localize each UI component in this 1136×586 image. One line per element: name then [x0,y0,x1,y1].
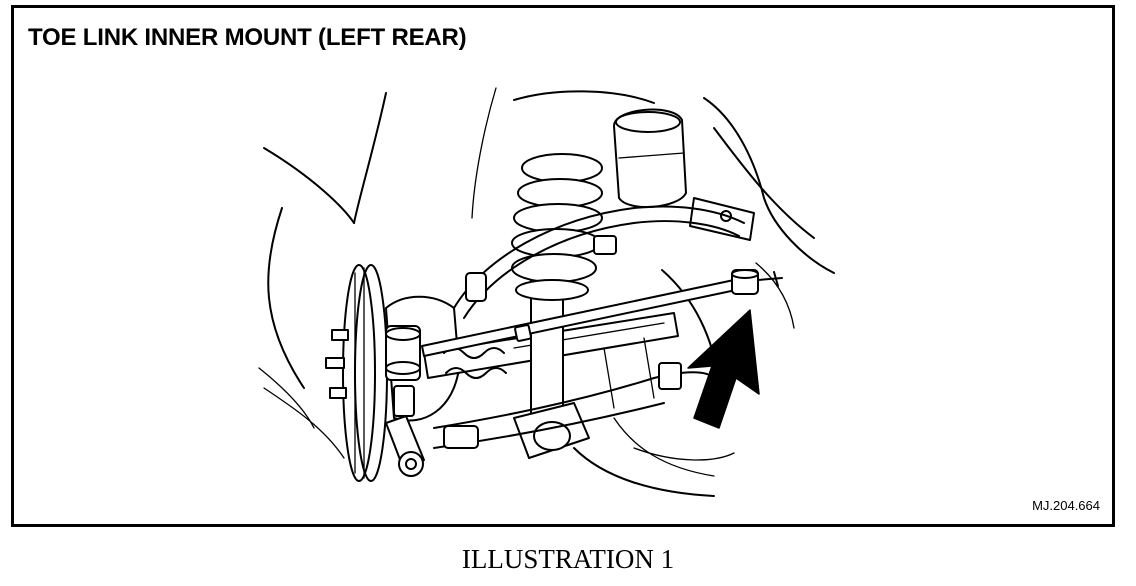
coil-spring-damper [511,153,603,459]
suspension-illustration [258,87,835,497]
body-outline [258,87,835,497]
reference-code: MJ.204.664 [1032,498,1100,513]
brake-disc [325,264,388,482]
figure-caption: ILLUSTRATION 1 [461,544,675,574]
upper-arm [453,205,745,319]
toe-link [421,269,783,357]
lower-arm [433,337,715,449]
hub-carrier [385,295,460,477]
figure-frame: TOE LINK INNER MOUNT (LEFT REAR) [11,5,1115,527]
pointer-arrow [687,309,760,429]
top-mount [613,108,755,241]
figure-title: TOE LINK INNER MOUNT (LEFT REAR) [28,24,467,51]
